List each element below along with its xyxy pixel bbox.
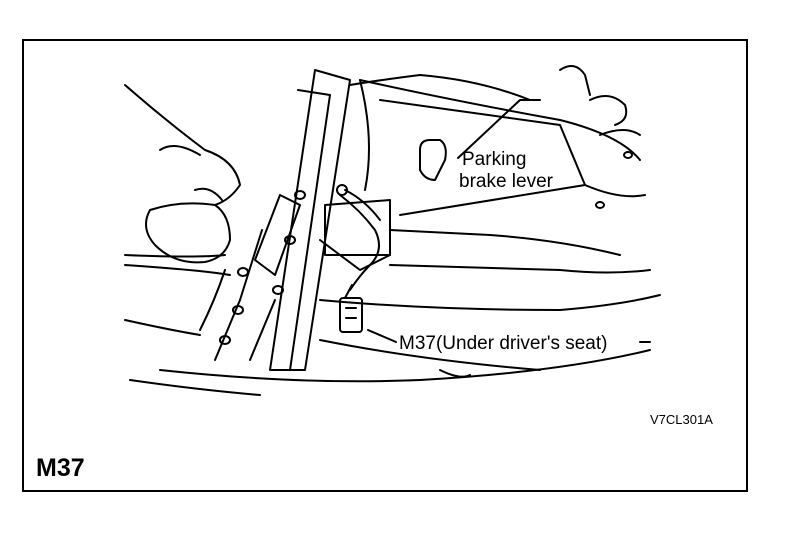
seat-frame-drawing <box>124 84 241 264</box>
floor-lines-drawing <box>124 264 661 396</box>
connector-location-label: M37(Under driver's seat) <box>399 333 608 354</box>
figure-code: V7CL301A <box>650 412 713 427</box>
module-box-drawing <box>319 74 651 291</box>
leader-lines <box>367 99 651 343</box>
parking-brake-label-line1: Parking <box>462 149 527 170</box>
floor-panel-drawing <box>359 65 646 216</box>
seat-rail-drawing <box>199 69 351 371</box>
parking-brake-label-line2: brake lever <box>459 171 553 192</box>
connector-id-title: M37 <box>36 454 85 482</box>
connector-m37-drawing <box>339 284 363 333</box>
figure-frame <box>22 39 748 492</box>
